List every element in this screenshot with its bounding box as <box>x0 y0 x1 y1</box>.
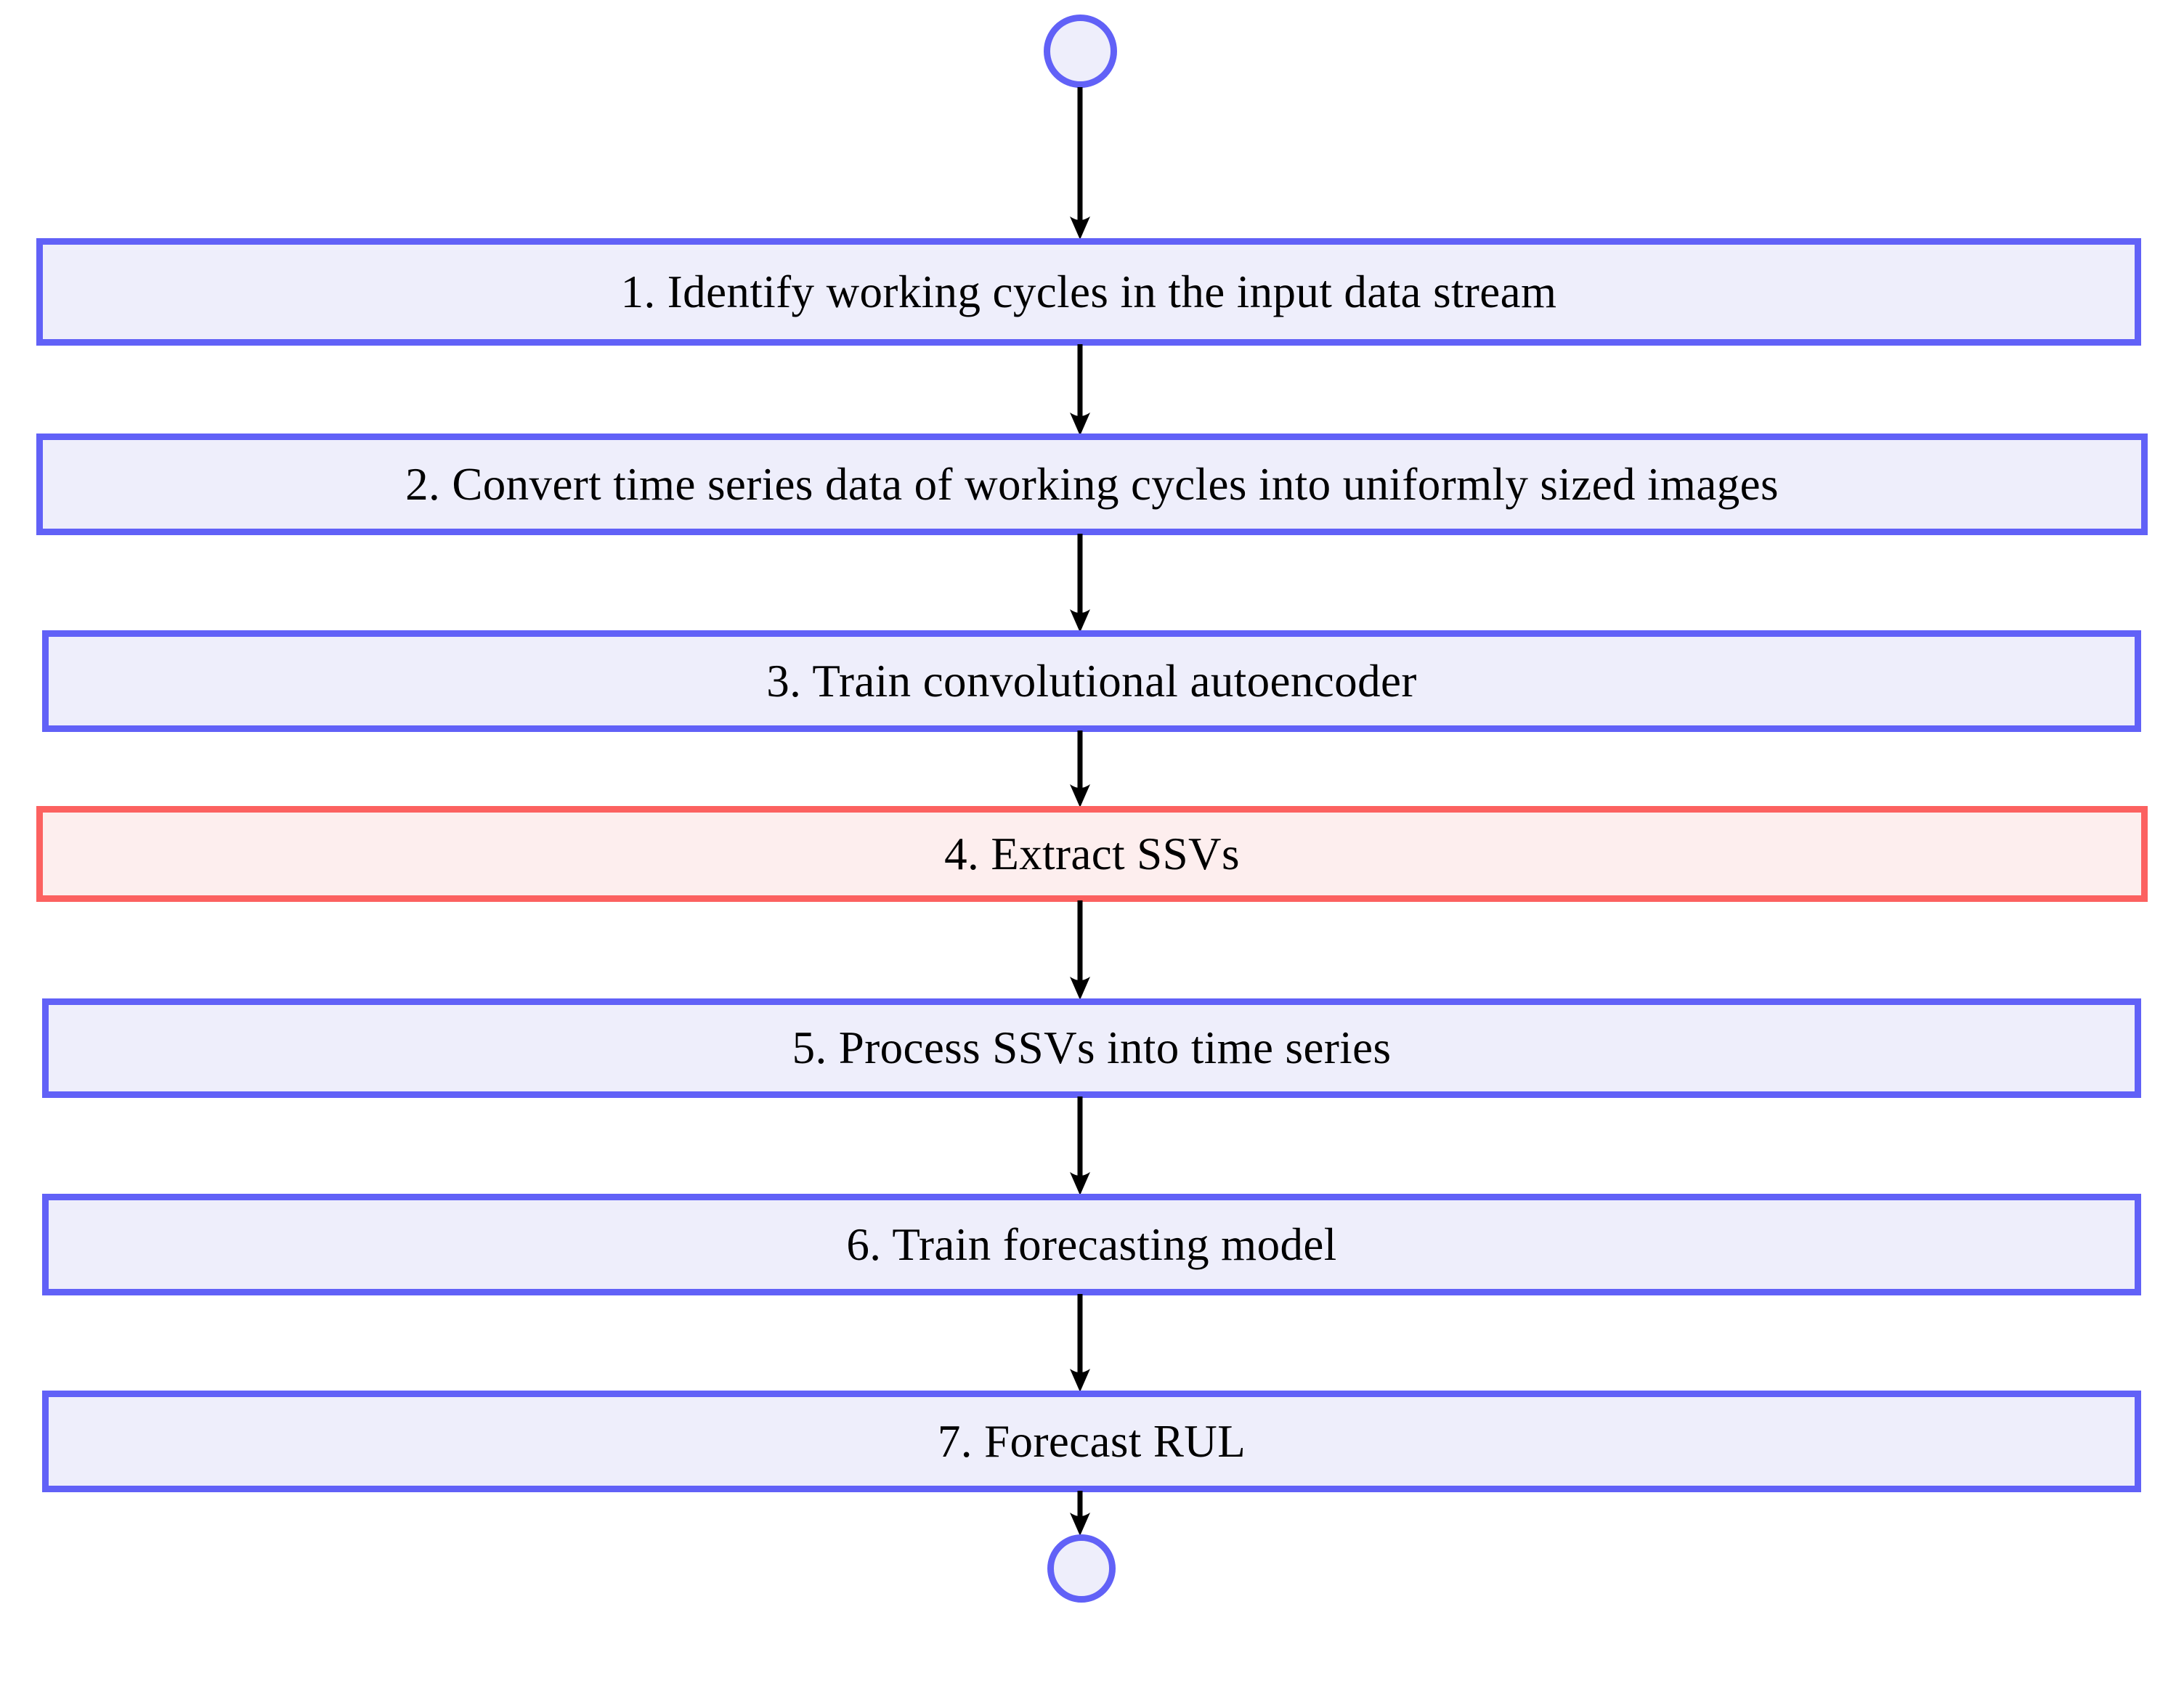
process-step-6-label: 6. Train forecasting model <box>846 1218 1337 1270</box>
process-step-2[interactable]: 2. Convert time series data of working c… <box>36 434 2148 535</box>
connector-step-2-to-step-3 <box>1057 534 1103 632</box>
connector-step-3-to-step-4 <box>1057 730 1103 807</box>
process-step-4[interactable]: 4. Extract SSVs <box>36 806 2148 902</box>
arrow-icon <box>1070 1294 1090 1392</box>
connector-step-6-to-step-7 <box>1057 1294 1103 1392</box>
arrow-icon <box>1070 730 1090 807</box>
process-step-3[interactable]: 3. Train convolutional autoencoder <box>42 630 2141 732</box>
connector-step-5-to-step-6 <box>1057 1096 1103 1195</box>
arrow-icon <box>1070 900 1090 1000</box>
process-step-1[interactable]: 1. Identify working cycles in the input … <box>36 238 2141 346</box>
end-node[interactable] <box>1047 1534 1116 1603</box>
process-step-7-label: 7. Forecast RUL <box>937 1415 1246 1467</box>
connector-start-to-step-1 <box>1057 87 1103 240</box>
connector-step-1-to-step-2 <box>1057 344 1103 436</box>
arrow-icon <box>1070 534 1090 632</box>
arrow-icon <box>1070 1096 1090 1195</box>
process-step-1-label: 1. Identify working cycles in the input … <box>620 266 1557 317</box>
process-step-5[interactable]: 5. Process SSVs into time series <box>42 998 2141 1098</box>
arrow-icon <box>1070 1491 1090 1536</box>
start-node[interactable] <box>1044 15 1117 88</box>
connector-step-4-to-step-5 <box>1057 900 1103 1000</box>
arrow-icon <box>1070 344 1090 436</box>
process-step-7[interactable]: 7. Forecast RUL <box>42 1391 2141 1492</box>
process-step-2-label: 2. Convert time series data of working c… <box>405 458 1779 510</box>
process-step-6[interactable]: 6. Train forecasting model <box>42 1194 2141 1295</box>
connector-step-7-to-end <box>1057 1491 1103 1536</box>
process-step-3-label: 3. Train convolutional autoencoder <box>766 655 1417 707</box>
process-step-4-label: 4. Extract SSVs <box>944 828 1240 879</box>
process-step-5-label: 5. Process SSVs into time series <box>792 1022 1392 1073</box>
arrow-icon <box>1070 87 1090 240</box>
